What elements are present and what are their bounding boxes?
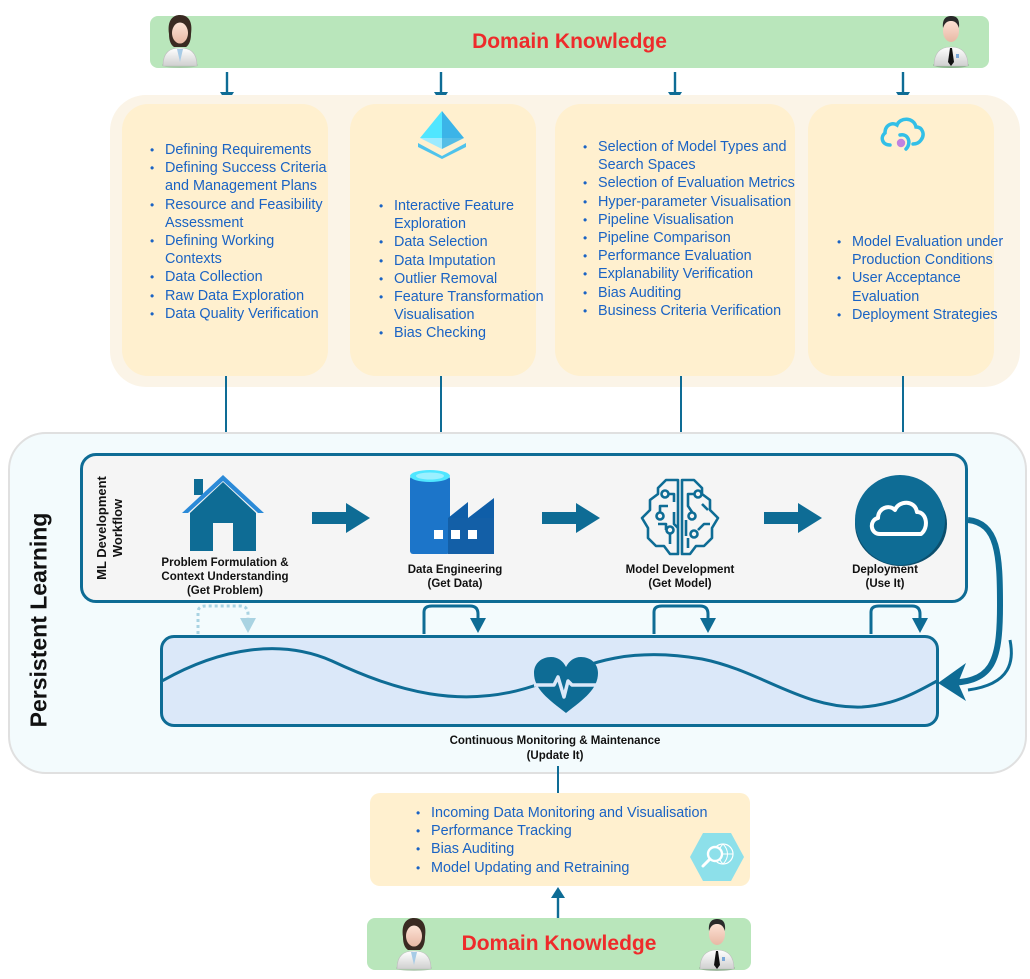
step-title: Deployment: [852, 564, 918, 576]
list-item: Hyper-parameter Visualisation: [583, 193, 818, 211]
house-icon: [182, 475, 264, 551]
female-expert-avatar-icon: [392, 915, 436, 971]
domain-knowledge-title: Domain Knowledge: [472, 30, 667, 53]
dotted-loop-problem: [196, 604, 250, 634]
list-item: Data Quality Verification: [150, 305, 335, 323]
step-title: Problem Formulation & Context Understand…: [161, 557, 289, 583]
step-subtitle: (Get Data): [427, 578, 483, 590]
female-expert-avatar-icon: [158, 12, 202, 68]
list-item: Data Selection: [379, 233, 554, 251]
step-subtitle: (Get Problem): [186, 585, 264, 597]
cloud-icon: [855, 475, 947, 566]
list-item: Explanability Verification: [583, 265, 818, 283]
step-label-problem: Problem Formulation & Context Understand…: [140, 556, 310, 598]
list-item: Defining Success Criteria and Management…: [150, 159, 335, 195]
data-factory-icon: [410, 470, 494, 554]
workflow-label: ML Development Workflow: [82, 455, 138, 601]
list-item: User Acceptance Evaluation: [837, 269, 1012, 305]
return-arrow-curve: [967, 639, 1013, 692]
list-item: Selection of Evaluation Metrics: [583, 174, 818, 192]
heartbeat-icon: [534, 657, 598, 713]
pyramid-icon: [418, 111, 466, 159]
list-item: Selection of Model Types and Search Spac…: [583, 138, 818, 174]
flow-arrow-icon: [542, 503, 600, 533]
list-item: Pipeline Comparison: [583, 229, 818, 247]
search-globe-icon: [690, 833, 744, 881]
step-subtitle: (Use It): [865, 578, 905, 590]
deployment-activities: Model Evaluation under Production Condit…: [834, 233, 1012, 324]
bottom-domain-knowledge-bar: Domain Knowledge: [367, 918, 751, 970]
male-expert-avatar-icon: [695, 915, 739, 971]
monitoring-subtitle: (Update It): [526, 750, 584, 762]
cloud-connection-icon: [880, 117, 925, 151]
list-item: Performance Evaluation: [583, 247, 818, 265]
domain-knowledge-title: Domain Knowledge: [461, 932, 657, 955]
connector-deploy: [902, 376, 904, 476]
connector-model: [680, 376, 682, 476]
list-item: Raw Data Exploration: [150, 287, 335, 305]
list-item: Model Updating and Retraining: [416, 859, 751, 877]
list-item: Bias Auditing: [416, 840, 751, 858]
list-item: Data Collection: [150, 268, 335, 286]
list-item: Defining Requirements: [150, 141, 335, 159]
step-label-data: Data Engineering (Get Data): [380, 563, 530, 591]
list-item: Business Criteria Verification: [583, 302, 818, 320]
problem-formulation-activities: Defining Requirements Defining Success C…: [147, 141, 335, 323]
feedback-loops: [196, 604, 1013, 692]
flow-arrow-icon: [764, 503, 822, 533]
model-development-activities: Selection of Model Types and Search Spac…: [580, 138, 818, 320]
flow-arrow-icon: [312, 503, 370, 533]
loop-deploy: [869, 604, 922, 634]
connector-problem: [225, 376, 227, 476]
list-item: Pipeline Visualisation: [583, 211, 818, 229]
step-title: Model Development: [625, 564, 735, 576]
maintenance-activities: Incoming Data Monitoring and Visualisati…: [413, 804, 751, 877]
workflow-label-text: ML Development Workflow: [94, 476, 125, 580]
male-expert-avatar-icon: [929, 12, 973, 68]
list-item: Model Evaluation under Production Condit…: [837, 233, 1012, 269]
list-item: Deployment Strategies: [837, 306, 1012, 324]
step-label-model: Model Development (Get Model): [605, 563, 755, 591]
data-engineering-activities: Interactive Feature Exploration Data Sel…: [376, 197, 554, 343]
list-item: Defining Working Contexts: [150, 232, 335, 268]
loop-data: [422, 604, 480, 634]
list-item: Resource and Feasibility Assessment: [150, 196, 335, 232]
loop-model: [652, 604, 710, 634]
step-label-deployment: Deployment (Use It): [830, 563, 940, 591]
top-domain-knowledge-bar: Domain Knowledge: [150, 16, 989, 68]
list-item: Feature Transformation Visualisation: [379, 288, 554, 324]
connector-data: [440, 376, 442, 469]
list-item: Data Imputation: [379, 252, 554, 270]
list-item: Performance Tracking: [416, 822, 751, 840]
list-item: Outlier Removal: [379, 270, 554, 288]
list-item: Bias Checking: [379, 324, 554, 342]
list-item: Bias Auditing: [583, 284, 818, 302]
list-item: Interactive Feature Exploration: [379, 197, 554, 233]
connector-maintenance: [557, 766, 559, 794]
return-to-monitoring-arrow: [938, 517, 1004, 701]
monitoring-label: Continuous Monitoring & Maintenance (Upd…: [360, 734, 750, 764]
monitoring-title: Continuous Monitoring & Maintenance: [449, 735, 661, 747]
step-title: Data Engineering: [407, 564, 503, 576]
bottom-up-arrow: [551, 887, 565, 920]
brain-circuit-icon: [640, 478, 720, 556]
step-subtitle: (Get Model): [648, 578, 712, 590]
list-item: Incoming Data Monitoring and Visualisati…: [416, 804, 751, 822]
